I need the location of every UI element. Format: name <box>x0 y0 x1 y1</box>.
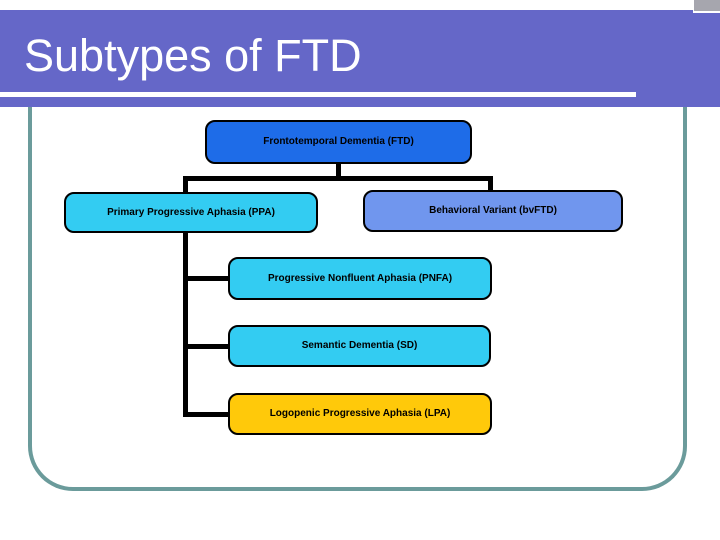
connector-branch-pnfa <box>183 276 228 281</box>
node-sd: Semantic Dementia (SD) <box>228 325 491 367</box>
node-bvftd: Behavioral Variant (bvFTD) <box>363 190 623 232</box>
connector-ppa-trunk <box>183 232 188 417</box>
node-ftd: Frontotemporal Dementia (FTD) <box>205 120 472 164</box>
corner-accent <box>694 0 720 11</box>
node-ppa-label: Primary Progressive Aphasia (PPA) <box>107 206 275 218</box>
title-underline <box>0 92 636 97</box>
node-sd-label: Semantic Dementia (SD) <box>301 340 418 352</box>
connector-root-stub <box>336 163 341 178</box>
connector-branch-sd <box>183 344 228 349</box>
content-panel-border <box>28 107 687 491</box>
connector-branch-lpa <box>183 412 228 417</box>
node-pnfa-label: Progressive Nonfluent Aphasia (PNFA) <box>267 272 453 284</box>
node-pnfa: Progressive Nonfluent Aphasia (PNFA) <box>228 257 492 300</box>
connector-drop-bvftd <box>488 176 493 191</box>
connector-drop-ppa <box>183 176 188 193</box>
connector-horizontal-bar <box>183 176 493 181</box>
node-lpa-label: Logopenic Progressive Aphasia (LPA) <box>269 408 451 420</box>
slide-title: Subtypes of FTD <box>24 30 362 81</box>
node-ftd-label: Frontotemporal Dementia (FTD) <box>263 136 414 148</box>
node-ppa: Primary Progressive Aphasia (PPA) <box>64 192 318 233</box>
node-lpa: Logopenic Progressive Aphasia (LPA) <box>228 393 492 435</box>
node-bvftd-label: Behavioral Variant (bvFTD) <box>429 205 557 217</box>
title-bar-right-extension <box>693 13 720 107</box>
title-bar <box>0 10 693 107</box>
